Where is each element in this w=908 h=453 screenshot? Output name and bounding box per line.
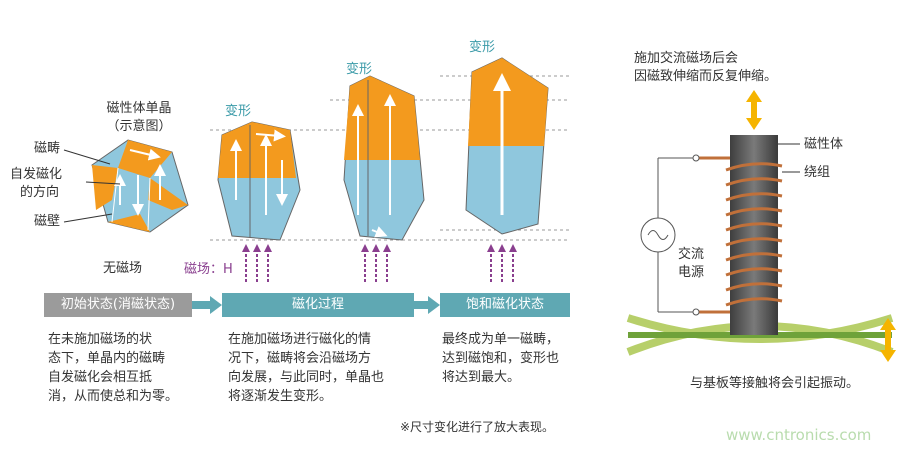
step-process: 磁化过程 — [291, 297, 344, 312]
watermark: www.cntronics.com — [726, 426, 872, 444]
deform-label-3: 变形 — [469, 40, 496, 55]
magnetic-body-label: 磁性体 — [804, 137, 844, 152]
ac-power-label-line: 电源 — [678, 265, 705, 280]
device-top-text-line: 施加交流磁场后会 — [634, 51, 739, 66]
crystal-label: 磁性体单晶 （示意图） — [84, 100, 194, 136]
device — [626, 90, 896, 362]
step-bar-process — [222, 293, 414, 317]
crystal-deform-1 — [217, 121, 301, 241]
spontaneous-label: 自发磁化 的方向 — [10, 166, 62, 202]
desc-process: 在施加磁场进行磁化的情 况下，磁畴将会沿磁场方 向发展，与此同时，单晶也 将逐渐… — [228, 332, 385, 404]
field-arrows — [242, 244, 517, 282]
no-field-label: 无磁场 — [103, 261, 143, 276]
wall-label: 磁壁 — [34, 214, 61, 229]
desc-saturation: 最终成为单一磁畴， 达到磁饱和，变形也 将达到最大。 — [442, 332, 560, 385]
step-bar-saturation — [440, 293, 570, 317]
spontaneous-label-line: 的方向 — [20, 185, 60, 200]
device-top-text: 施加交流磁场后会 因磁致伸缩而反复伸缩。 — [634, 50, 777, 86]
crystal-initial — [91, 139, 189, 233]
step-arrow — [414, 296, 440, 314]
spontaneous-label-line: 自发磁化 — [10, 167, 63, 182]
winding-label: 绕组 — [804, 165, 831, 180]
field-label: 磁场：H — [184, 262, 233, 277]
domain-label: 磁畴 — [34, 141, 61, 156]
crystal-deform-2 — [343, 75, 425, 241]
deform-label-1: 变形 — [225, 104, 252, 119]
device-top-text-line: 因磁致伸缩而反复伸缩。 — [634, 69, 778, 84]
ac-power-label: 交流 电源 — [678, 246, 704, 282]
note: ※尺寸变化进行了放大表现。 — [400, 420, 555, 434]
step-saturation: 饱和磁化状态 — [465, 297, 544, 312]
crystal-label-line: 磁性体单晶 — [106, 101, 172, 116]
step-arrow — [192, 296, 222, 314]
ac-power-label-line: 交流 — [678, 247, 705, 262]
step-initial: 初始状态(消磁状态) — [60, 297, 176, 312]
device-bottom-text: 与基板等接触将会引起振动。 — [690, 376, 860, 391]
vibration-arrows — [746, 90, 896, 362]
leader-lines — [63, 149, 121, 223]
deform-label-2: 变形 — [346, 62, 373, 77]
crystal-label-line: （示意图） — [106, 119, 172, 134]
step-bar-initial — [44, 293, 192, 317]
desc-initial: 在未施加磁场的状 态下，单晶内的磁畴 自发磁化会相互抵 消，从而使总和为零。 — [48, 332, 179, 404]
crystal-saturated — [465, 57, 549, 235]
